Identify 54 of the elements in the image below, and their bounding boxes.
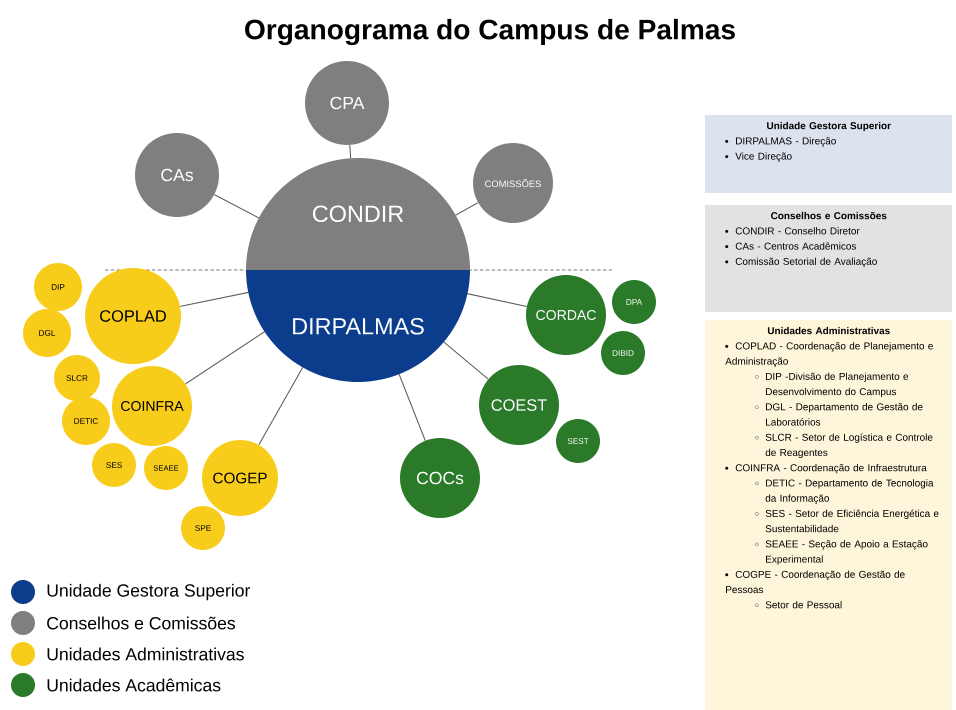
connector-line (185, 331, 265, 384)
circle-node: SES (92, 443, 136, 487)
box-heading: Unidades Administrativas (768, 326, 890, 334)
circle-node: CPA (305, 61, 389, 145)
box-heading: Unidade Gestora Superior (767, 122, 891, 132)
node-label: SLCR (66, 375, 88, 381)
circle-node: COPLAD (85, 268, 181, 364)
connector-line (349, 145, 352, 158)
list-item: COGPE - Coordenação de Gestão de Pessoas (725, 570, 905, 594)
circle-node: DGL (23, 309, 71, 357)
list-item: DETIC - Departamento de Tecnologia da Informação (755, 479, 934, 504)
legend-item: Unidades Administrativas (11, 642, 244, 666)
circle-node: CORDAC (526, 275, 606, 355)
list-item: CAs - Centros Acadêmicos (725, 242, 856, 250)
connector-line (258, 367, 304, 446)
info-box (705, 115, 952, 193)
list-item: SLCR - Setor de Logística e Controle de Reagentes (755, 433, 932, 458)
circle-node: SPE (181, 506, 225, 550)
circle-node: DIP (34, 263, 82, 311)
circle-node: COMISSÕES (473, 143, 553, 223)
circle-node: DPA (612, 280, 656, 324)
circle-node: DIBID (601, 331, 645, 375)
connector-line (180, 292, 248, 307)
circle-node: COCs (400, 438, 480, 518)
legend-item: Conselhos e Comissões (11, 611, 236, 635)
connector-line (398, 374, 426, 441)
connector-line (467, 293, 527, 308)
list-item: SES - Setor de Eficiência Energética e Sustentabilidade (755, 510, 939, 532)
connector-line (455, 202, 478, 216)
list-item: COINFRA - Coordenação de Infraestrutura (725, 464, 927, 474)
circle-node: COGEP (202, 440, 278, 516)
connector-line (443, 342, 489, 380)
list-item: DIRPALMAS - Direção (725, 137, 836, 146)
list-item: COPLAD - Coordenação de Planejamento e Administração (725, 342, 933, 367)
list-item: DIP -Divisão de Planejamento e Desenvolvimento do Campus (755, 372, 908, 398)
box-heading: Conselhos e Comissões (771, 212, 886, 220)
circle-node: COEST (479, 365, 559, 445)
node-label: DETIC (74, 418, 98, 424)
legend-item: Unidades Acadêmicas (11, 673, 220, 697)
list-item: SEAEE - Seção de Apoio a Estação Experimental (755, 540, 928, 565)
title: Organograma do Campus de Palmas (245, 18, 735, 46)
list-item: Setor de Pessoal (755, 601, 842, 608)
info-box (705, 320, 952, 710)
circle-node: SEST (556, 419, 600, 463)
list-item: Vice Direção (725, 152, 792, 162)
list-item: DGL - Departamento de Gestão de Laboratórios (755, 403, 923, 426)
circle-node: DETIC (62, 397, 110, 445)
circle-node: CAs (135, 133, 219, 217)
legend-item: Unidade Gestora Superior (11, 580, 250, 604)
list-item: CONDIR - Conselho Diretor (725, 227, 860, 234)
circle-node: SLCR (54, 355, 100, 401)
connector-line (214, 194, 260, 218)
info-box (705, 205, 952, 312)
list-item: Comissão Setorial de Avaliação (725, 258, 877, 267)
